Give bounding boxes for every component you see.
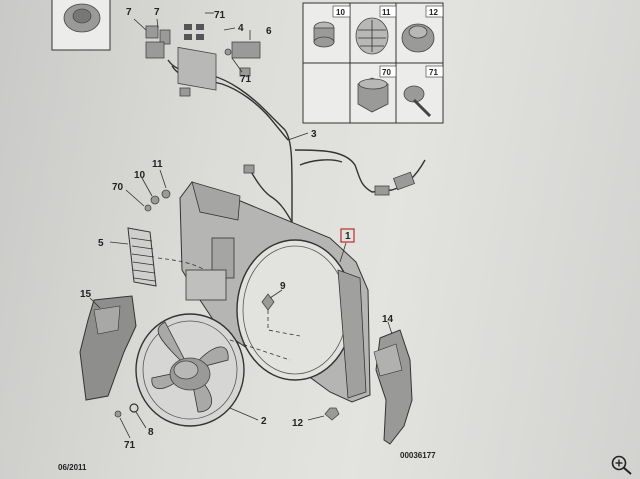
label-9: 9 — [280, 281, 286, 292]
inset-part-70 — [357, 77, 389, 113]
label-71c: 71 — [124, 440, 136, 451]
fan-shroud-frame — [144, 181, 371, 403]
fasteners — [114, 293, 340, 421]
label-71b: 71 — [240, 74, 252, 85]
connector-group-top — [145, 24, 261, 97]
label-7a: 7 — [126, 7, 132, 18]
fan-motor-assembly — [135, 313, 291, 427]
footer-reference: 00036177 — [400, 451, 436, 460]
label-71a: 71 — [214, 10, 226, 21]
label-1-box: 1 — [340, 228, 355, 243]
label-3: 3 — [311, 129, 317, 140]
inset-label-11: 11 — [382, 8, 391, 17]
inset-grid-right — [302, 2, 444, 124]
louver-panel — [127, 227, 206, 287]
inset-label-10: 10 — [336, 8, 345, 17]
label-7b: 7 — [154, 7, 160, 18]
inset-part-12 — [401, 23, 435, 53]
label-5: 5 — [98, 238, 104, 249]
label-15: 15 — [80, 289, 92, 300]
inset-label-71: 71 — [429, 68, 438, 77]
label-1: 1 — [345, 231, 351, 242]
label-14: 14 — [382, 314, 394, 325]
inset-part-10 — [313, 21, 335, 48]
footer-date: 06/2011 — [58, 463, 87, 472]
label-6: 6 — [266, 26, 272, 37]
label-2: 2 — [261, 416, 267, 427]
leader-lines — [89, 12, 393, 439]
deflector-right — [373, 329, 413, 445]
inset-part-71 — [403, 85, 432, 118]
label-10: 10 — [134, 170, 146, 181]
inset-label-12: 12 — [429, 8, 438, 17]
label-8: 8 — [148, 427, 154, 438]
deflector-left — [79, 295, 137, 401]
label-12: 12 — [292, 418, 304, 429]
part-number-labels: 7 7 71 4 6 71 3 11 10 70 5 1 9 15 14 2 1… — [80, 7, 438, 451]
inset-part-11 — [355, 17, 389, 55]
magnifier-plus-icon[interactable] — [610, 454, 634, 476]
inset-box-left — [51, 0, 111, 51]
label-11: 11 — [152, 159, 163, 170]
label-70: 70 — [112, 182, 124, 193]
inset-label-70: 70 — [382, 68, 391, 77]
label-4: 4 — [238, 23, 244, 34]
